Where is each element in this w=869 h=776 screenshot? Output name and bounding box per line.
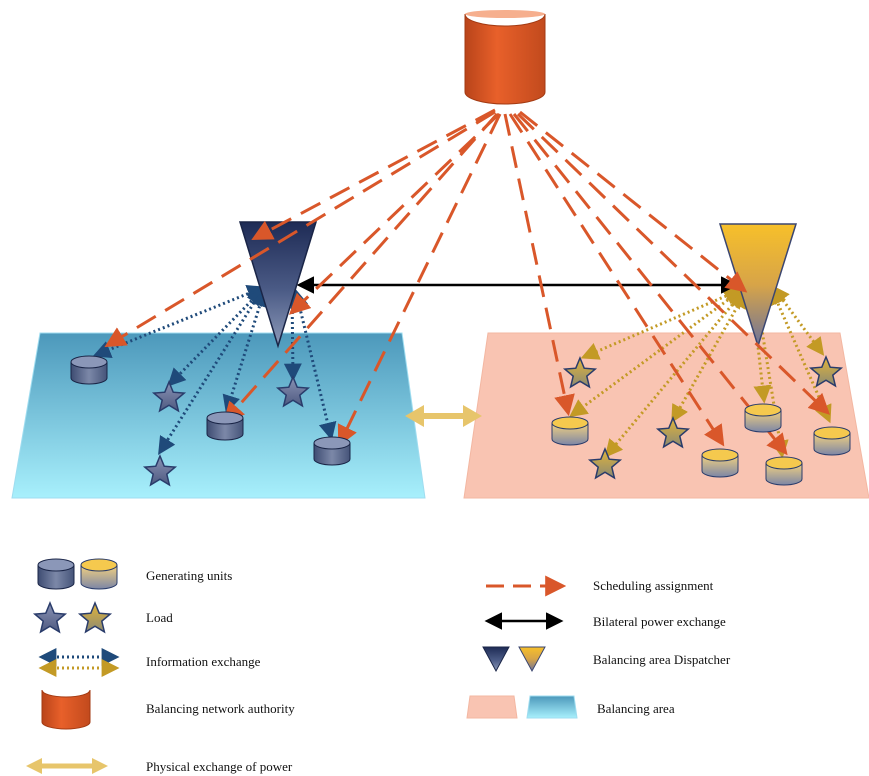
legend-load-label: Load bbox=[146, 610, 173, 625]
load-star-gold-2 bbox=[655, 416, 691, 449]
legend-physical-exchange-label: Physical exchange of power bbox=[146, 759, 293, 774]
legend-authority-label: Balancing network authority bbox=[146, 701, 295, 716]
balancing-area-pink bbox=[463, 332, 869, 499]
legend-information-exchange-label: Information exchange bbox=[146, 654, 261, 669]
balancing-network-authority bbox=[464, 10, 546, 105]
legend-balancing-area-label: Balancing area bbox=[597, 701, 675, 716]
information-exchange-blue bbox=[92, 285, 337, 456]
generator-gold-2 bbox=[701, 448, 739, 478]
legend-dispatcher-label: Balancing area Dispatcher bbox=[593, 652, 731, 667]
scheduling-assignments bbox=[104, 108, 831, 456]
legend-generating-units-label: Generating units bbox=[146, 568, 232, 583]
legend-physical-exchange-icon bbox=[26, 758, 108, 774]
load-star-blue-1 bbox=[151, 380, 187, 413]
load-star-blue-3 bbox=[142, 454, 178, 487]
legend-load-star-gold bbox=[77, 601, 113, 634]
generator-gold-5 bbox=[813, 426, 851, 456]
legend-dispatcher-icon bbox=[482, 646, 546, 673]
generator-blue-2 bbox=[206, 411, 244, 441]
load-star-gold-3 bbox=[587, 447, 623, 480]
legend-load-star-blue bbox=[32, 601, 68, 634]
generator-gold-3 bbox=[744, 403, 782, 433]
load-star-gold-1 bbox=[562, 356, 598, 389]
legend-bilateral-label: Bilateral power exchange bbox=[593, 614, 726, 629]
generator-gold-1 bbox=[551, 416, 589, 446]
legend-balancing-area-icon bbox=[466, 695, 578, 719]
load-star-gold-4 bbox=[808, 355, 844, 388]
load-star-blue-2 bbox=[275, 375, 311, 408]
legend: Generating units Load Information exchan… bbox=[26, 558, 731, 774]
legend-scheduling-label: Scheduling assignment bbox=[593, 578, 714, 593]
generator-gold-4 bbox=[765, 456, 803, 486]
physical-exchange-arrow bbox=[405, 405, 482, 427]
legend-authority-icon bbox=[41, 689, 91, 730]
legend-generating-units-icon bbox=[37, 558, 118, 590]
generator-blue-1 bbox=[70, 355, 108, 385]
generator-blue-3 bbox=[313, 436, 351, 466]
legend-information-exchange-icon bbox=[38, 648, 120, 677]
